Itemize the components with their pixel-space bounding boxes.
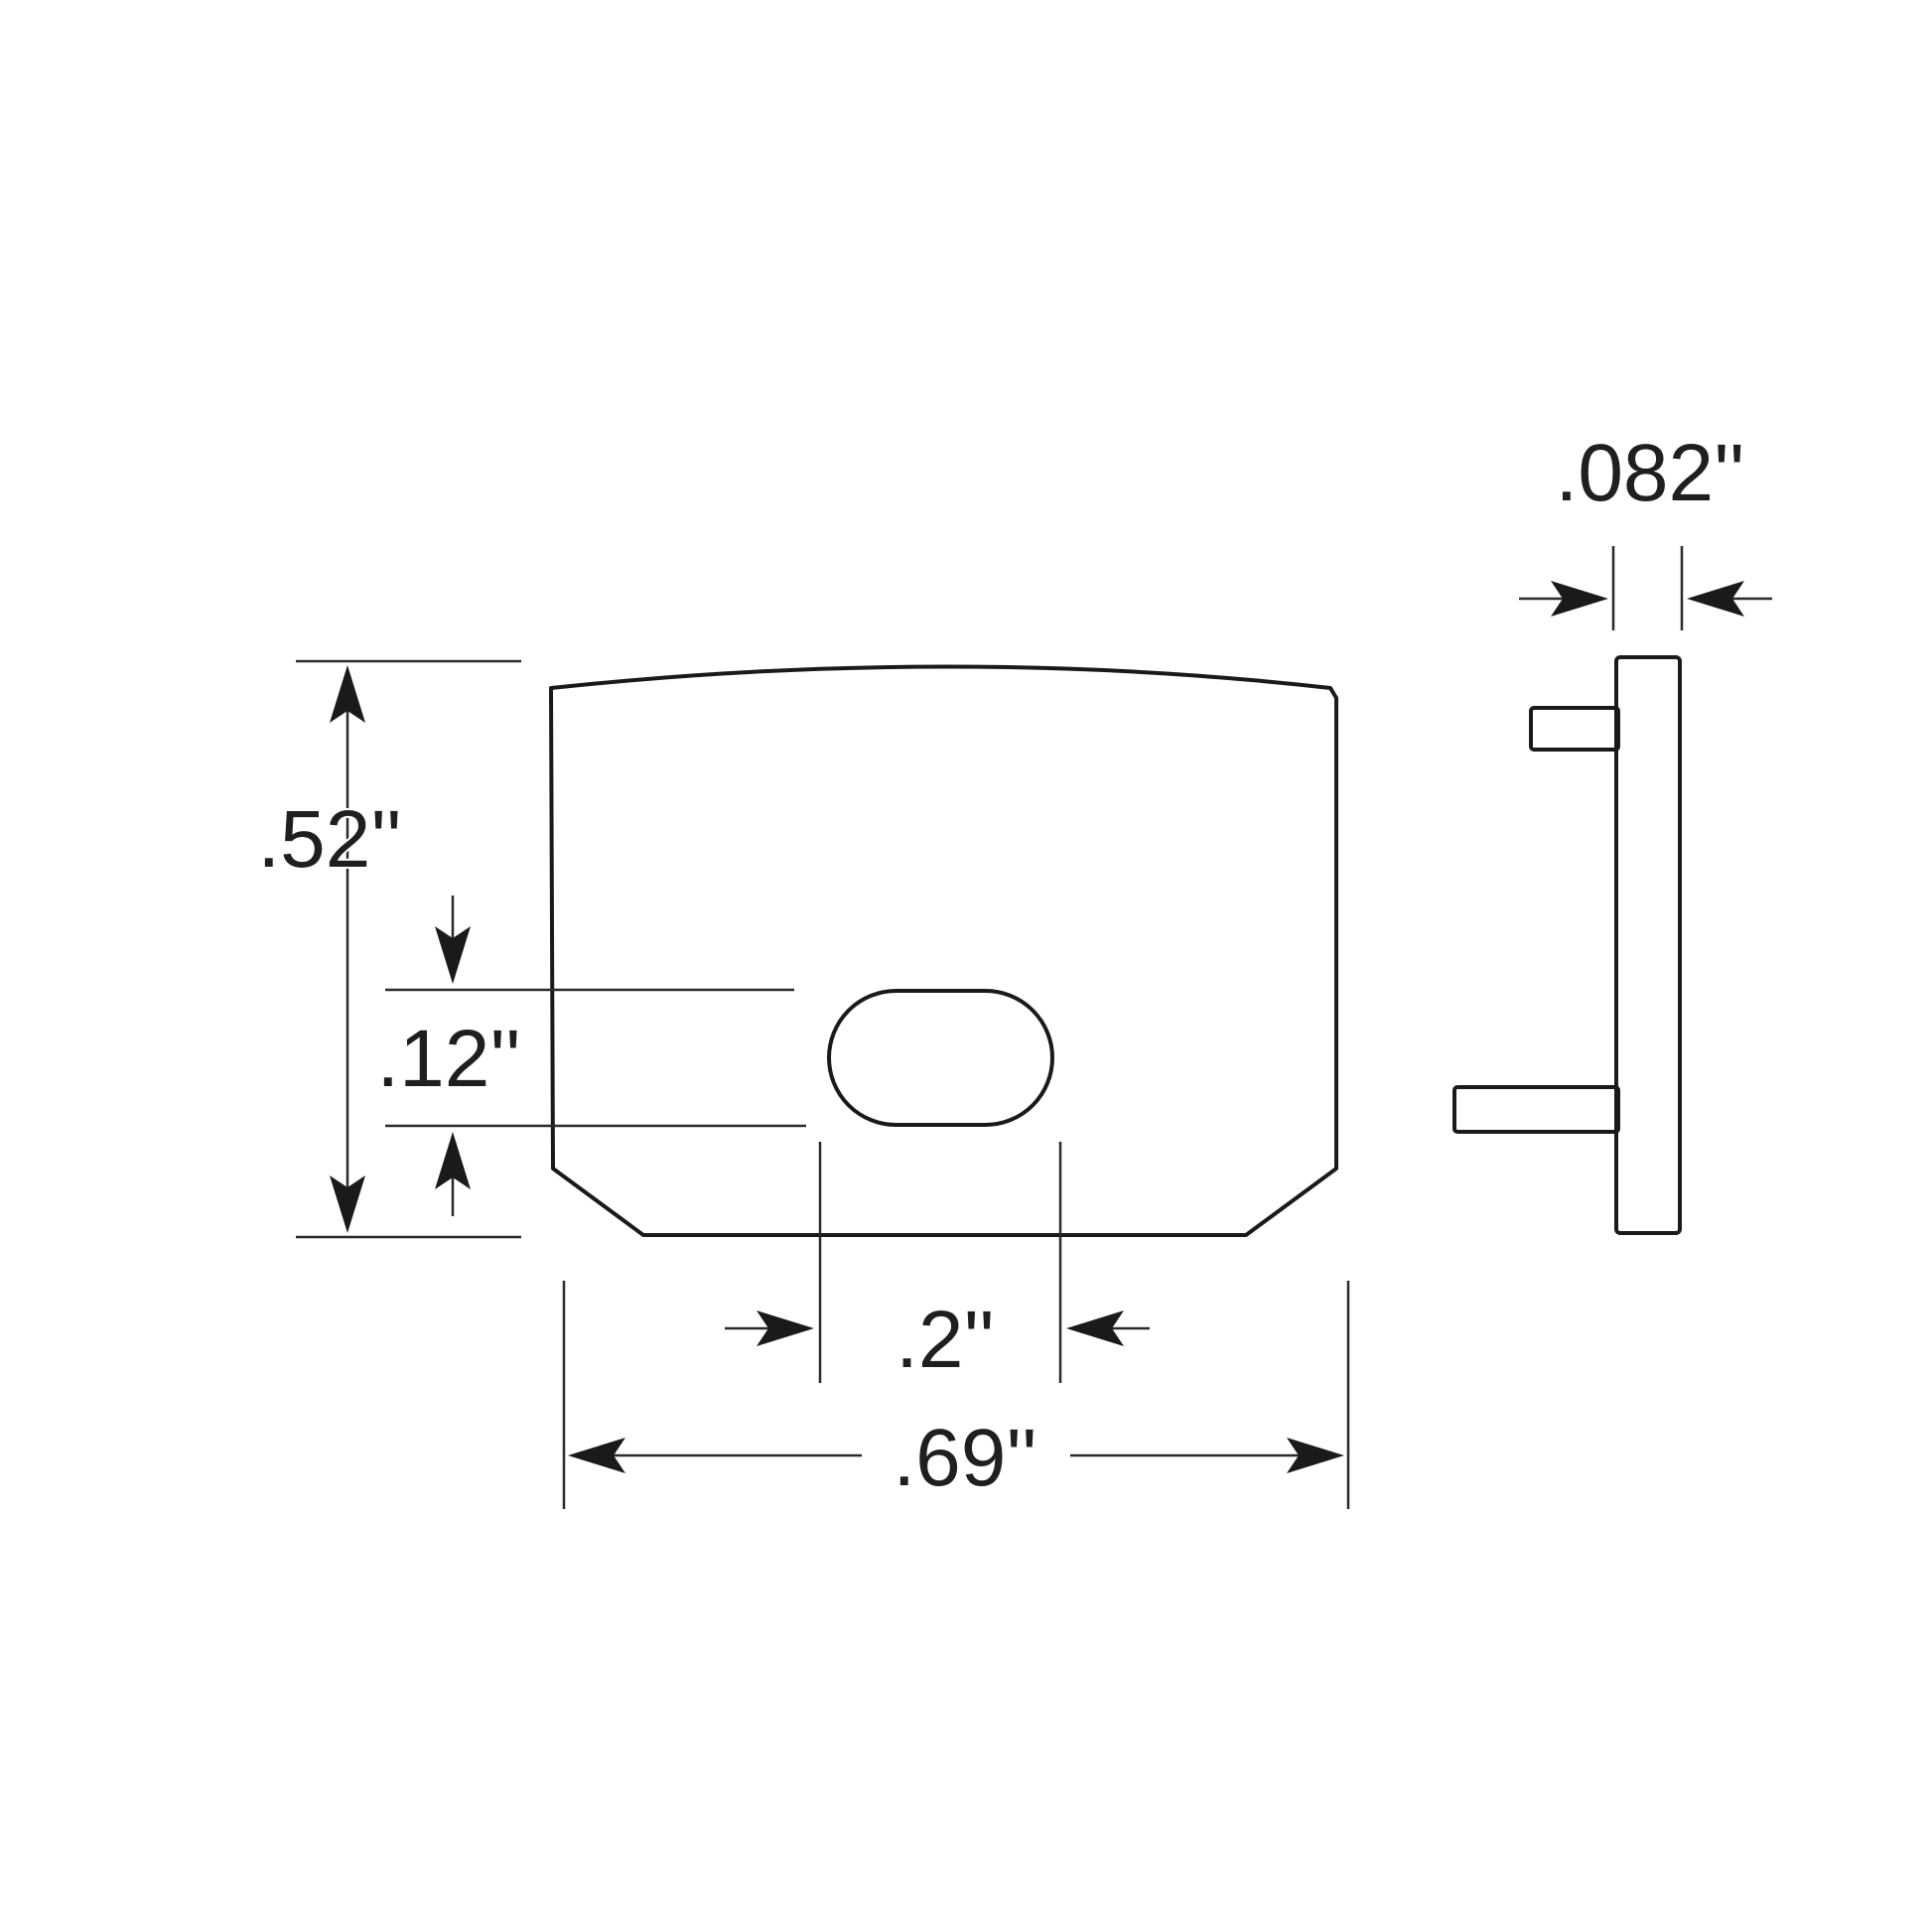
arrowhead-left: [568, 1438, 625, 1473]
slot-width-dimension: .2'': [725, 1142, 1150, 1387]
arrowhead-up: [435, 1132, 471, 1189]
overall-height-dimension: .52'': [255, 659, 521, 1239]
arrowhead-down: [330, 1175, 365, 1233]
dimension-label-width: .69'': [893, 1413, 1036, 1503]
arrowhead-right: [1551, 581, 1608, 617]
arrowhead-down: [435, 926, 471, 984]
arrowhead-up: [330, 665, 365, 723]
upper-peg: [1529, 706, 1620, 752]
arrowhead-left: [1687, 581, 1744, 617]
lower-peg: [1452, 1085, 1620, 1134]
front-view: [549, 664, 1338, 1237]
slot-hole: [827, 989, 1054, 1127]
overall-width-dimension: .69'': [562, 1281, 1350, 1509]
dimension-label-thickness: .082'': [1556, 428, 1745, 518]
dimension-label-height: .52'': [257, 794, 401, 885]
part-outline: [549, 664, 1338, 1237]
arrowhead-right: [1287, 1438, 1344, 1473]
side-plate: [1614, 655, 1682, 1235]
thickness-dimension: .082'': [1519, 426, 1772, 630]
dimension-label-slot-width: .2'': [896, 1295, 995, 1385]
arrowhead-left: [1066, 1311, 1124, 1346]
side-view: [1452, 655, 1682, 1235]
dimension-label-slot-height: .12'': [376, 1014, 520, 1104]
slot-height-dimension: .12'': [374, 896, 806, 1216]
arrowhead-right: [757, 1311, 814, 1346]
